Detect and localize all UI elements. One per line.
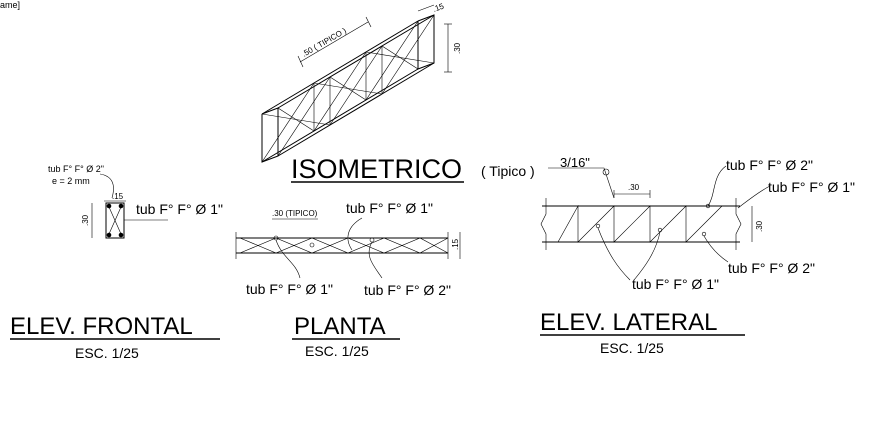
lateral-node xyxy=(701,231,707,237)
plan-callout-bottom-left: tub F° F° Ø 1" xyxy=(246,281,333,297)
iso-chord-bottom-back xyxy=(277,62,435,157)
plan-lacing xyxy=(239,237,449,254)
lateral-callout-bottom-right: tub F° F° Ø 2" xyxy=(728,260,815,276)
corner-fragment: ame] xyxy=(0,0,20,10)
iso-chord-top-front xyxy=(261,20,419,115)
frontal-tube-dot xyxy=(106,203,112,209)
iso-diagonal xyxy=(277,107,315,132)
plan-node xyxy=(309,242,315,248)
plan-leader xyxy=(347,217,363,251)
frontal-dim-width: .15 xyxy=(112,192,124,201)
lateral-callout-top-2: tub F° F° Ø 1" xyxy=(768,179,855,195)
iso-dim-line xyxy=(299,21,369,63)
plan-callout-top: tub F° F° Ø 1" xyxy=(346,200,433,216)
lateral-weld: 3/16" xyxy=(560,155,590,170)
frontal-leader xyxy=(99,173,114,199)
lateral-title: ELEV. LATERAL xyxy=(540,309,717,336)
iso-diagonal xyxy=(381,45,419,70)
frontal-callout: tub F° F° Ø 1" xyxy=(136,201,223,217)
iso-diagonal xyxy=(313,51,367,132)
lateral-callout-bottom: tub F° F° Ø 1" xyxy=(632,276,719,292)
lateral-leader xyxy=(707,165,727,207)
iso-diagonal xyxy=(277,76,331,157)
plan-leader xyxy=(275,239,301,279)
iso-diagonal xyxy=(329,76,367,101)
frontal-note-line1: tub F° F° Ø 2" xyxy=(48,164,104,174)
frontal-title: ELEV. FRONTAL xyxy=(10,313,193,340)
plan-view: .30 (TIPICO) .15 tub F° F° Ø 1" tub F° F… xyxy=(235,200,461,298)
lateral-leader xyxy=(703,235,729,263)
lateral-leader xyxy=(597,227,631,281)
iso-dim-tick xyxy=(297,55,304,68)
iso-chord-top-back xyxy=(277,14,435,109)
plan-node xyxy=(369,237,375,243)
plan-title: PLANTA xyxy=(294,313,386,340)
plan-callout-bottom-right: tub F° F° Ø 2" xyxy=(364,282,451,298)
lateral-view: 3/16" .30 .30 tub F° F° Ø 2" tub F° F° Ø… xyxy=(540,155,855,292)
lateral-break xyxy=(540,198,547,250)
lateral-weld-leader xyxy=(548,167,615,199)
iso-diagonal xyxy=(329,45,383,126)
iso-chord-bottom-front xyxy=(261,68,419,163)
lateral-node xyxy=(657,227,663,233)
plan-scale: ESC. 1/25 xyxy=(305,343,369,359)
frontal-dim-height: .30 xyxy=(81,214,90,226)
frontal-tube-dot xyxy=(118,232,124,238)
isometric-typical-note: ( Tipico ) xyxy=(481,163,535,179)
lateral-callout-top-1: tub F° F° Ø 2" xyxy=(726,157,813,173)
iso-dim-tick xyxy=(365,16,372,28)
lateral-node xyxy=(705,203,711,209)
iso-dim-height: .30 xyxy=(453,42,462,54)
plan-dim-width: .15 xyxy=(451,238,460,250)
iso-diagonal xyxy=(261,82,315,163)
lateral-lacing xyxy=(557,204,723,243)
lateral-dim-height: .30 xyxy=(755,220,764,232)
frontal-tube-dot xyxy=(106,232,112,238)
lateral-node xyxy=(595,223,601,229)
plan-leader xyxy=(368,241,383,279)
frontal-view: tub F° F° Ø 2" e = 2 mm .15 .30 tub F° F… xyxy=(48,164,223,239)
isometric-view: .50 ( TIPICO ) .15 .30 xyxy=(261,1,462,163)
frontal-scale: ESC. 1/25 xyxy=(75,345,139,361)
iso-dim-length: .50 ( TIPICO ) xyxy=(301,26,349,59)
iso-dim-line xyxy=(417,4,435,12)
frontal-tube-dot xyxy=(118,203,124,209)
frontal-note-line2: e = 2 mm xyxy=(52,176,90,186)
lateral-leader xyxy=(737,185,771,209)
lateral-dim-spacing: .30 xyxy=(628,183,640,192)
frontal-section-outline xyxy=(105,202,125,239)
lateral-leader xyxy=(633,231,661,281)
lateral-scale: ESC. 1/25 xyxy=(600,340,664,356)
iso-diagonal xyxy=(365,20,419,101)
lateral-weld-symbol xyxy=(602,168,610,176)
iso-diagonal xyxy=(381,14,435,95)
isometric-title: ISOMETRICO xyxy=(291,154,462,184)
iso-dim-width: .15 xyxy=(432,1,446,13)
plan-dim-typical: .30 (TIPICO) xyxy=(272,209,318,218)
lateral-break xyxy=(735,198,742,250)
frontal-section-line xyxy=(108,206,122,235)
